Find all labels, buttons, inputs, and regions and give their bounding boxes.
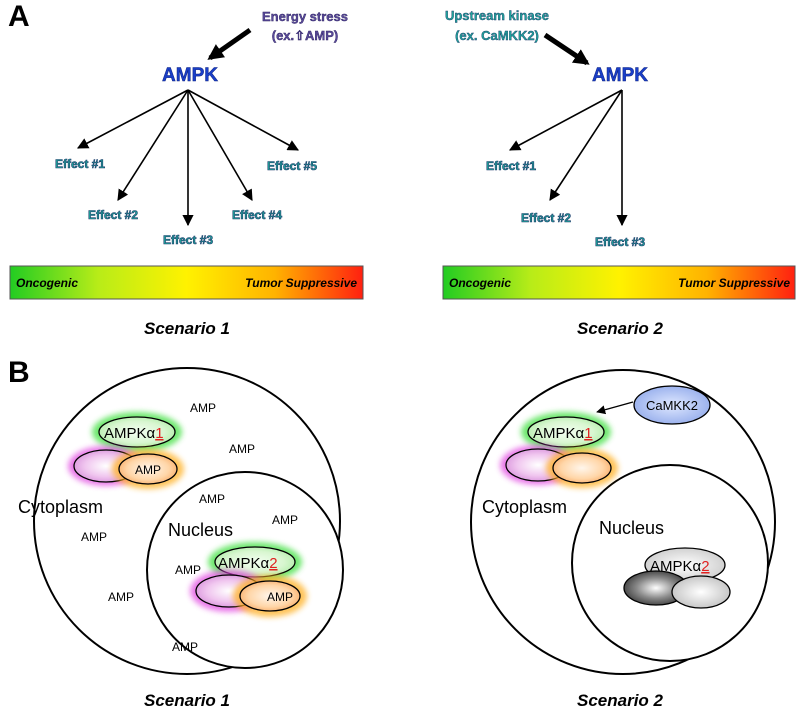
effect-3-label: Effect #3 <box>163 233 213 247</box>
effect-arrow-1 <box>77 89 189 149</box>
effect-arrow-5 <box>187 89 299 151</box>
effect-arrow-2-1 <box>509 89 623 151</box>
ampk-alpha1-label: AMPKα1 <box>104 425 164 442</box>
energy-stress-example: (ex.⇧AMP) <box>272 28 339 43</box>
ampk-alpha1-subunit <box>98 416 176 448</box>
amp-bound-gamma1: AMP <box>135 463 161 477</box>
panel-a-scenario-1: Energy stress (ex.⇧AMP) AMPK Effect #1 E… <box>9 9 364 338</box>
effect-2-1-label: Effect #1 <box>486 159 536 173</box>
ampk-alpha2-complex: AMPKα2 AMP <box>190 542 307 617</box>
cytoplasm-label-2: Cytoplasm <box>482 497 567 517</box>
effect-arrow-2-2 <box>549 89 623 201</box>
oncogenic-suppressive-gradient-bar <box>9 265 364 300</box>
scenario-1-caption-a: Scenario 1 <box>144 319 230 338</box>
bar-tumor-suppressive-label-2: Tumor Suppressive <box>678 276 790 290</box>
effect-arrow-4 <box>187 89 253 201</box>
nucleus-label: Nucleus <box>168 520 233 540</box>
amp-molecule: AMP <box>272 513 298 527</box>
stimulus-arrow <box>207 27 252 61</box>
panel-b-scenario-2: CaMKK2 AMPKα1 AMPKα2 Cytoplasm Nucleus S… <box>470 369 776 710</box>
oncogenic-suppressive-gradient-bar-2 <box>442 265 796 300</box>
amp-molecule: AMP <box>108 590 134 604</box>
ampk-alpha2-complex-inactive: AMPKα2 <box>623 547 731 609</box>
ampk-alpha1-complex-2: AMPKα1 <box>500 412 618 488</box>
camkk2-phosphorylation-arrow <box>596 401 634 415</box>
camkk2-label: CaMKK2 <box>646 398 698 413</box>
panel-a-label: A <box>8 0 30 33</box>
effect-2-label: Effect #2 <box>88 208 138 222</box>
ampk-gamma-subunit-inactive <box>671 575 731 609</box>
camkk2-kinase <box>633 385 711 425</box>
ampk-alpha1-complex: AMPKα1 AMP <box>68 412 184 489</box>
effect-arrow-2 <box>117 89 189 201</box>
panel-b-scenario-1: AMPKα1 AMP AMPKα2 AMP Cytoplasm Nucleus … <box>18 367 344 710</box>
upstream-kinase-label: Upstream kinase <box>445 8 549 23</box>
amp-molecule: AMP <box>199 492 225 506</box>
amp-molecule: AMP <box>81 530 107 544</box>
ampk-gamma-subunit <box>118 453 178 485</box>
effect-5-label: Effect #5 <box>267 159 317 173</box>
bar-oncogenic-label-2: Oncogenic <box>449 276 511 290</box>
ampk-alpha1-label-2: AMPKα1 <box>533 425 593 442</box>
cytoplasm-label: Cytoplasm <box>18 497 103 517</box>
amp-bound-gamma2: AMP <box>267 590 293 604</box>
ampk-gamma-subunit-2 <box>239 580 301 612</box>
scenario-2-caption-b: Scenario 2 <box>577 691 664 710</box>
effect-1-label: Effect #1 <box>55 157 105 171</box>
ampk-node: AMPK <box>162 65 218 86</box>
ampk-alpha2-label: AMPKα2 <box>218 555 278 572</box>
scenario-2-caption-a: Scenario 2 <box>577 319 664 338</box>
amp-molecule: AMP <box>172 640 198 654</box>
ampk-node-2: AMPK <box>592 65 648 86</box>
bar-tumor-suppressive-label: Tumor Suppressive <box>245 276 357 290</box>
amp-molecule: AMP <box>175 563 201 577</box>
ampk-gamma-subunit-3 <box>552 452 612 484</box>
scenario-1-caption-b: Scenario 1 <box>144 691 230 710</box>
amp-molecule: AMP <box>190 401 216 415</box>
bar-oncogenic-label: Oncogenic <box>16 276 78 290</box>
upstream-kinase-example: (ex. CaMKK2) <box>455 28 539 43</box>
kinase-arrow <box>543 32 590 66</box>
ampk-alpha1-subunit-2 <box>527 416 605 448</box>
amp-molecule: AMP <box>229 442 255 456</box>
nucleus-label-2: Nucleus <box>599 518 664 538</box>
effect-2-2-label: Effect #2 <box>521 211 571 225</box>
effect-2-3-label: Effect #3 <box>595 235 645 249</box>
energy-stress-label: Energy stress <box>262 9 348 24</box>
panel-b-label: B <box>8 356 30 389</box>
panel-a-scenario-2: Upstream kinase (ex. CaMKK2) AMPK Effect… <box>442 8 796 338</box>
effect-4-label: Effect #4 <box>232 208 282 222</box>
